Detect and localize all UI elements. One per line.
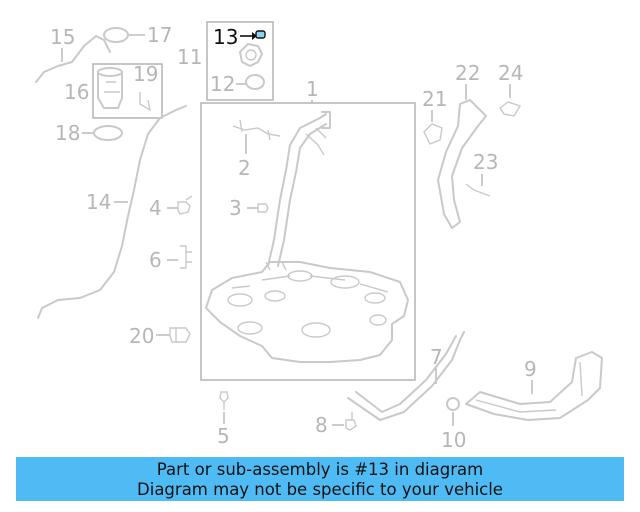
part-20-shape — [169, 327, 191, 343]
part-4-shape — [177, 195, 193, 215]
banner-line-1: Part or sub-assembly is #13 in diagram — [156, 460, 484, 479]
callout-24: 24 — [498, 61, 523, 85]
callout-2: 2 — [238, 156, 251, 180]
banner-line-2: Diagram may not be specific to your vehi… — [137, 480, 503, 499]
fuel-cap-shape — [239, 43, 263, 67]
fuel-pump-module-shape — [97, 67, 123, 109]
callout-11: 11 — [177, 45, 202, 69]
strap-7-shape — [347, 331, 465, 421]
part-18-shape — [93, 125, 123, 141]
pump-module-frame — [92, 63, 163, 119]
callout-10: 10 — [441, 428, 466, 452]
part-15-shape — [35, 35, 111, 83]
part-5-shape — [219, 391, 229, 410]
callout-16: 16 — [64, 80, 89, 104]
callout-20: 20 — [129, 324, 154, 348]
callout-18: 18 — [55, 121, 80, 145]
part-6-shape — [180, 245, 192, 269]
filler-pipe — [265, 111, 331, 271]
part-24-shape — [499, 101, 522, 117]
callout-22: 22 — [455, 61, 480, 85]
callout-5: 5 — [217, 424, 230, 448]
part-14-shape — [37, 105, 187, 319]
callout-3: 3 — [229, 196, 242, 220]
callout-21: 21 — [422, 87, 447, 111]
callout-17: 17 — [147, 23, 172, 47]
callout-6: 6 — [149, 248, 162, 272]
heat-shield-shape — [465, 351, 603, 421]
callout-14: 14 — [86, 190, 111, 214]
callout-9: 9 — [524, 357, 537, 381]
callout-1: 1 — [306, 77, 319, 101]
part-2-shape — [232, 125, 281, 137]
cap-group-frame — [206, 21, 274, 101]
part-13-shape — [255, 30, 266, 39]
info-banner: Part or sub-assembly is #13 in diagram D… — [16, 457, 624, 501]
part-12-shape — [245, 74, 265, 90]
callout-8: 8 — [315, 413, 328, 437]
filler-bracket-shape — [437, 99, 487, 229]
part-17-shape — [103, 27, 129, 43]
part-8-shape — [345, 412, 357, 431]
callout-19: 19 — [133, 62, 158, 86]
fuel-tank — [205, 261, 409, 363]
part-10-shape — [446, 397, 460, 411]
callout-4: 4 — [149, 196, 162, 220]
callout-12: 12 — [210, 72, 235, 96]
callout-23: 23 — [473, 150, 498, 174]
callout-13: 13 — [213, 25, 238, 49]
part-19-shape — [139, 92, 151, 112]
part-23-shape — [465, 183, 491, 197]
tank-assembly-frame — [200, 102, 416, 381]
callout-15: 15 — [50, 25, 75, 49]
part-21-shape — [423, 123, 443, 145]
